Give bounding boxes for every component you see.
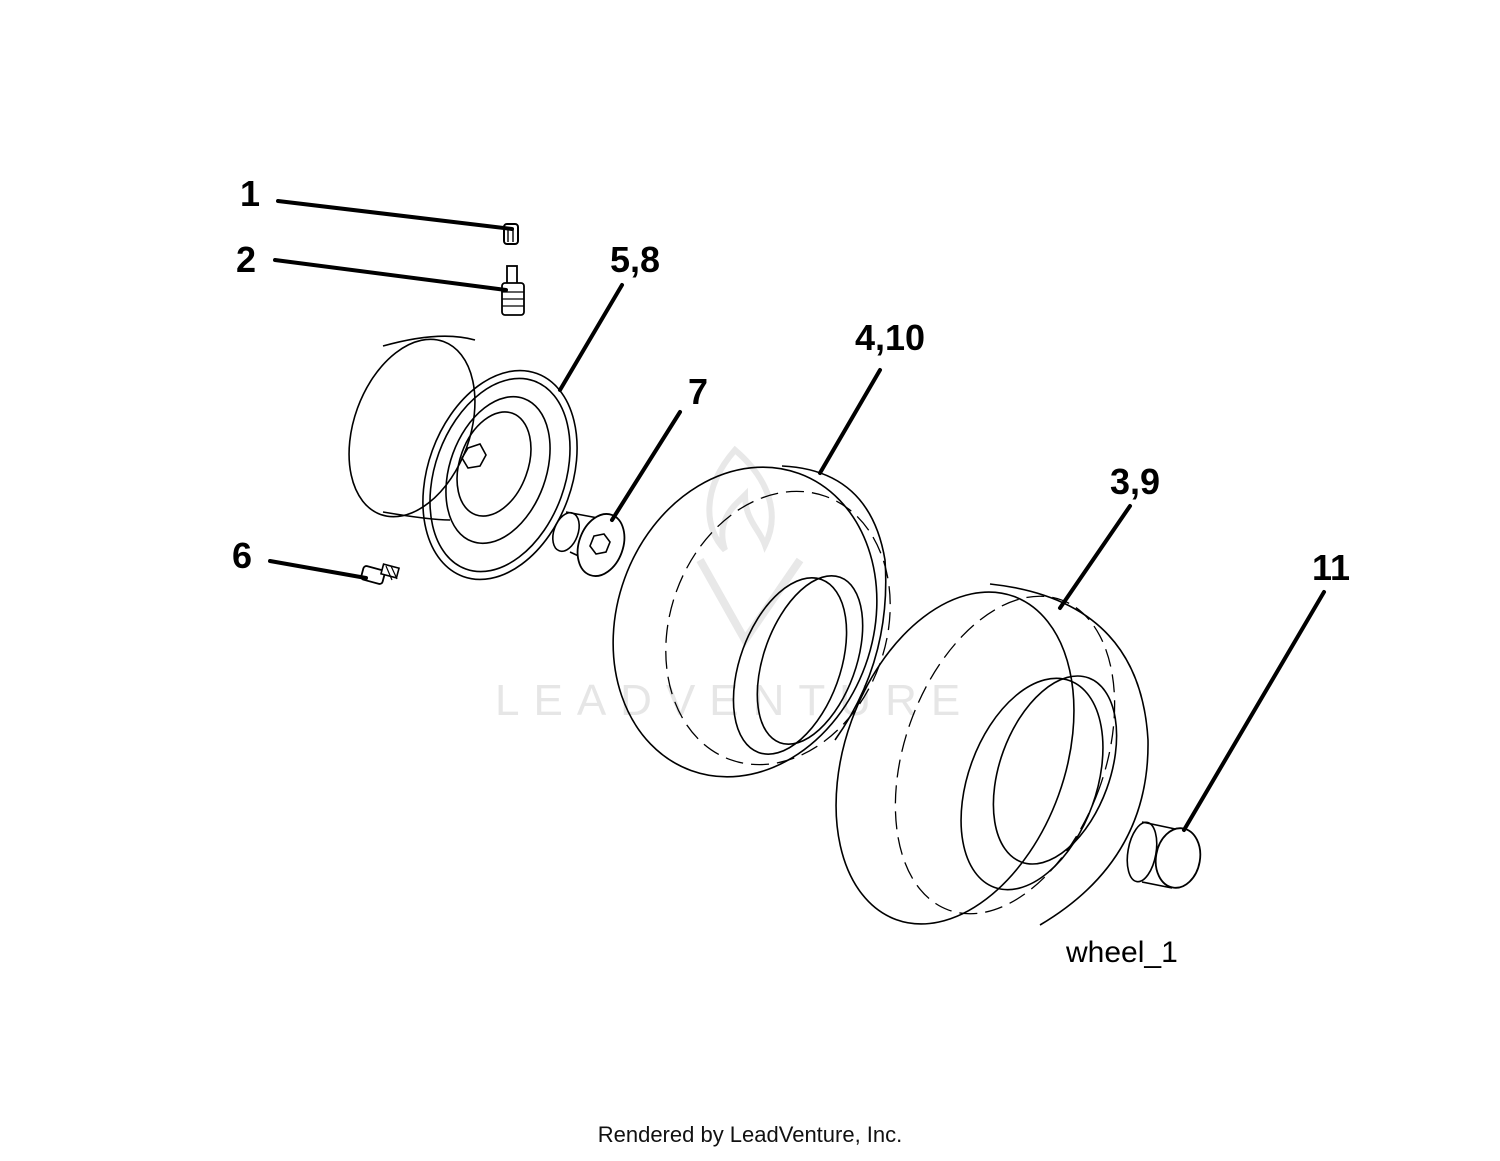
leader-line-2 — [273, 258, 508, 292]
leader-line-11 — [1182, 590, 1326, 832]
callout-4-10: 4,10 — [855, 317, 925, 358]
leader-line-3-9 — [1058, 504, 1132, 610]
bushing-part — [552, 511, 626, 577]
wheel-rim-part — [348, 335, 578, 581]
footer-credit: Rendered by LeadVenture, Inc. — [598, 1122, 903, 1147]
leader-line-4-10 — [818, 368, 882, 475]
callout-5-8: 5,8 — [610, 239, 660, 280]
diagram-caption: wheel_1 — [1065, 936, 1178, 969]
valve-stem-part — [501, 265, 525, 316]
callout-6: 6 — [232, 535, 252, 576]
leader-line-7 — [610, 410, 682, 522]
callout-3-9: 3,9 — [1110, 461, 1160, 502]
hub-cap-part — [1126, 821, 1202, 889]
callout-labels: 1 2 5,8 7 4,10 3,9 11 6 — [232, 173, 1350, 588]
leader-line-6 — [268, 559, 368, 580]
leader-lines — [268, 199, 1326, 832]
callout-11: 11 — [1312, 547, 1350, 588]
callout-2: 2 — [236, 239, 256, 280]
watermark-text: LEADVENTURE — [495, 676, 974, 725]
rear-tire-part — [835, 583, 1149, 926]
leader-line-1 — [276, 199, 514, 231]
callout-1: 1 — [240, 173, 260, 214]
lug-part — [360, 563, 401, 585]
callout-7: 7 — [688, 371, 708, 412]
leadventure-watermark: LEADVENTURE — [495, 445, 974, 725]
leader-line-5-8 — [558, 283, 624, 392]
front-tire-part — [612, 465, 891, 778]
